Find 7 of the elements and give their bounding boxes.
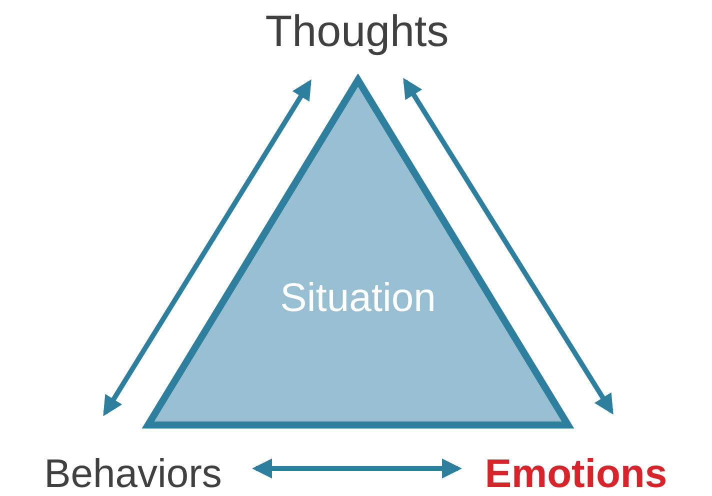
double-arrow (103, 79, 312, 416)
node-label: Emotions (484, 452, 668, 496)
node-label: Behaviors (44, 452, 222, 496)
double-arrow (403, 78, 614, 415)
double-arrow (252, 458, 462, 478)
situation-label: Situation (280, 276, 436, 320)
node-label: Thoughts (265, 7, 449, 57)
